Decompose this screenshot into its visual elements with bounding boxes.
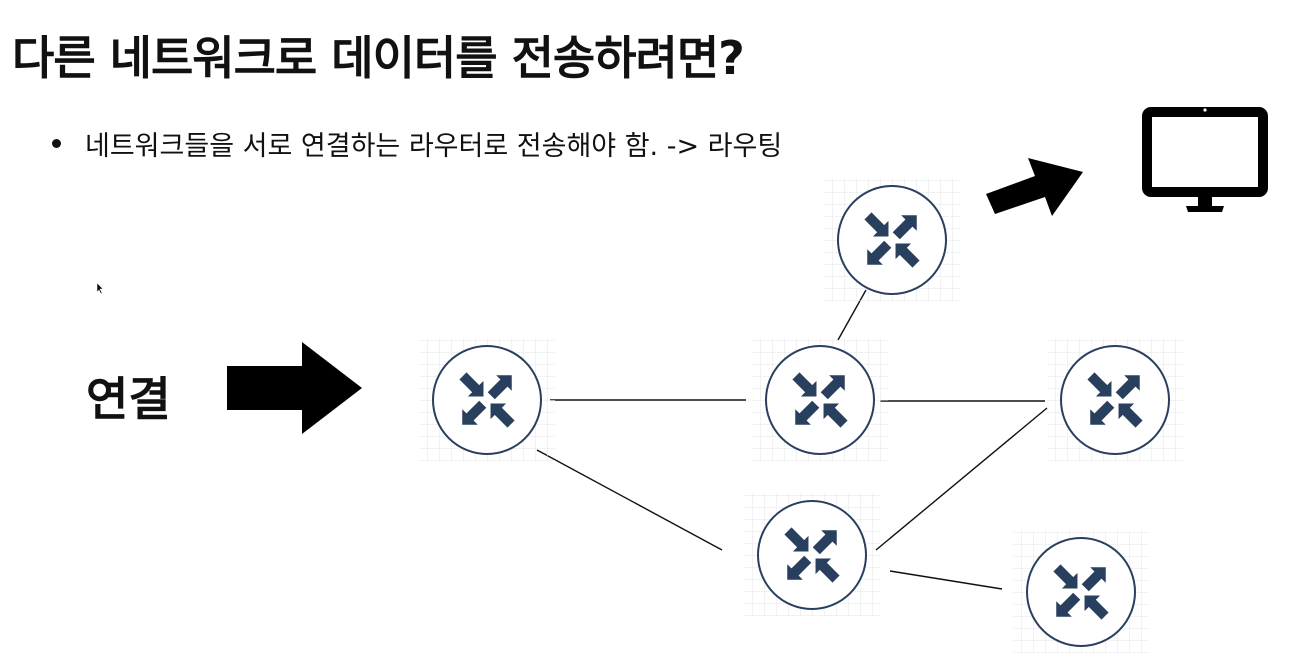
router-icon xyxy=(824,178,960,302)
router-icon xyxy=(419,338,555,462)
bullet-dot xyxy=(52,139,61,148)
connections xyxy=(536,289,1048,590)
arrow-icon xyxy=(227,342,362,434)
arrow-icon xyxy=(986,158,1083,216)
mouse-cursor-icon xyxy=(96,282,104,295)
link-r4-r6 xyxy=(889,570,1003,590)
monitor-icon xyxy=(1142,107,1268,212)
bullet-text: 네트워크들을 서로 연결하는 라우터로 전송해야 함. -> 라우팅 xyxy=(85,131,783,162)
connection-label: 연결 xyxy=(86,372,171,426)
router-icon xyxy=(1047,338,1183,462)
router-icon xyxy=(752,338,888,462)
slide-title: 다른 네트워크로 데이터를 전송하려면? xyxy=(12,31,745,85)
router-icon xyxy=(1013,530,1149,654)
link-r1-r4 xyxy=(536,449,723,551)
bullet-item: 네트워크들을 서로 연결하는 라우터로 전송해야 함. -> 라우팅 xyxy=(52,124,782,163)
link-r4-r3 xyxy=(875,407,1048,551)
router-icon xyxy=(744,493,880,617)
